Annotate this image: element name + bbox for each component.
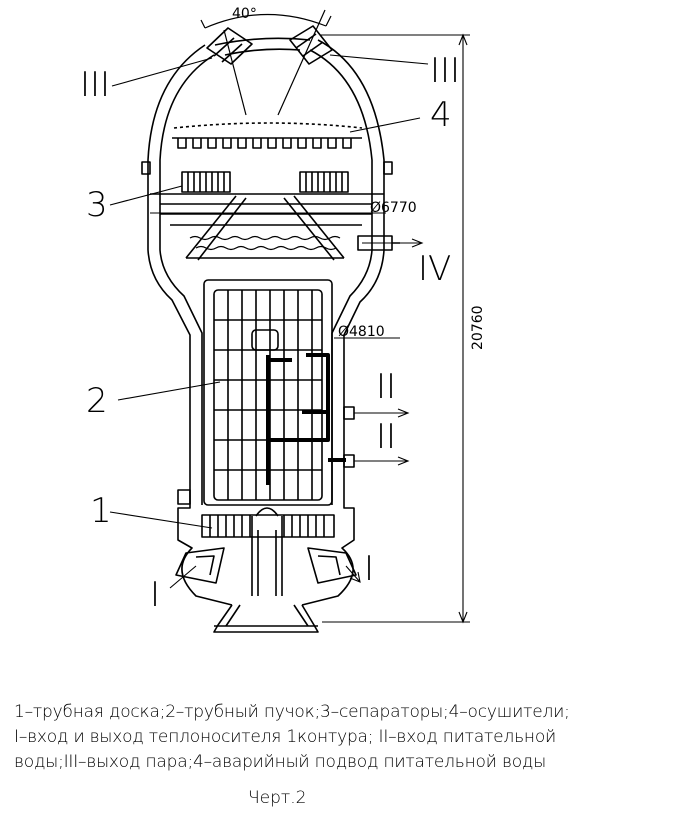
caption-line-2: I–вход и выход теплоносителя 1контура; I… xyxy=(14,727,557,747)
figure-caption: 1–трубная доска;2–трубный пучок;3–сепара… xyxy=(14,700,674,775)
tube-sheet xyxy=(201,514,335,538)
inner-shell-right xyxy=(309,49,373,505)
angle-label: 40° xyxy=(232,6,257,22)
figure-number: Черт.2 xyxy=(248,788,307,808)
label-height: 20760 xyxy=(470,305,486,350)
label-1: 1 xyxy=(90,491,112,531)
label-4: 4 xyxy=(430,95,452,135)
caption-line-1: 1–трубная доска;2–трубный пучок;3–сепара… xyxy=(14,702,570,722)
dryer-block xyxy=(172,122,363,149)
label-I-right: I xyxy=(364,549,374,589)
label-II-top: II xyxy=(376,367,396,407)
label-IV: IV xyxy=(418,249,451,289)
coolant-inlet-left xyxy=(175,547,225,584)
label-diam-inner: Ø4810 xyxy=(338,324,385,340)
separator-right xyxy=(299,171,349,193)
label-II-bottom: II xyxy=(376,417,396,457)
outer-shell-left xyxy=(147,44,233,606)
feedwater-collector xyxy=(266,353,346,485)
label-III-left: III xyxy=(80,65,110,105)
inner-shell-left xyxy=(159,54,215,505)
label-3: 3 xyxy=(86,185,108,225)
outer-shell-right xyxy=(301,39,385,606)
label-III-right: III xyxy=(430,51,460,91)
separator-left xyxy=(181,171,231,193)
caption-line-3: воды;III–выход пара;4–аварийный подвод п… xyxy=(14,752,547,772)
coolant-outlet-right xyxy=(307,547,357,584)
label-I-left: I xyxy=(150,575,160,615)
steam-generator-diagram: 40° III III 4 3 Ø6770 IV Ø4810 20760 2 I… xyxy=(80,6,486,633)
label-diam-outer: Ø6770 xyxy=(370,200,417,216)
steam-outlet-left xyxy=(206,27,253,65)
label-2: 2 xyxy=(86,381,108,421)
support-skirt xyxy=(213,604,319,633)
